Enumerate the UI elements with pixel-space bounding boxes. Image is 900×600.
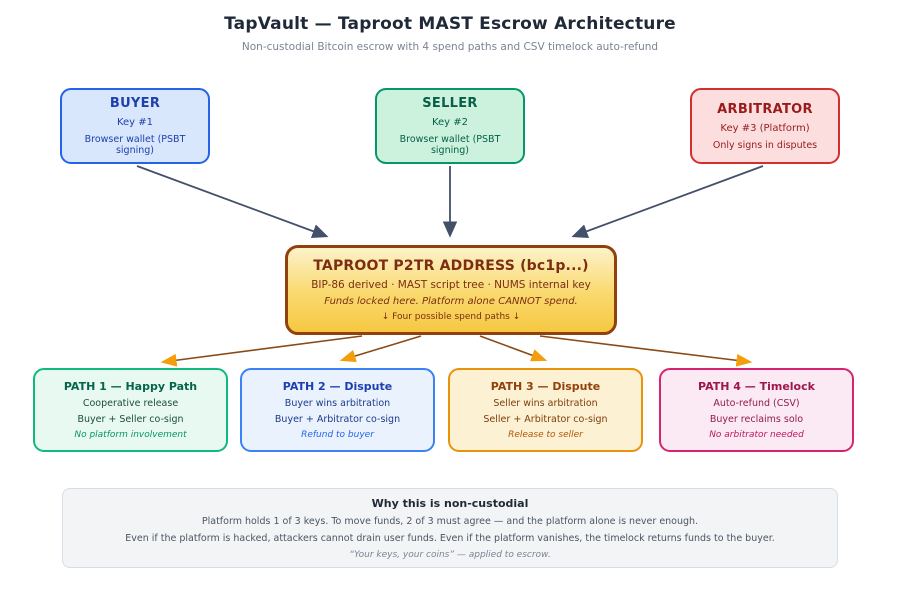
- buyer-key-label: Key #1: [116, 117, 154, 128]
- seller-wallet-label: Browser wallet (PSBT signing): [399, 134, 501, 156]
- page-subtitle: Non-custodial Bitcoin escrow with 4 spen…: [241, 41, 659, 53]
- vault-derivation-label: BIP-86 derived · MAST script tree · NUMS…: [311, 279, 591, 291]
- arbitrator-key-label: Key #3 (Platform): [720, 122, 810, 134]
- non-custodial-explainer: Why this is non-custodial Platform holds…: [62, 488, 838, 568]
- arbitrator-role-label: Only signs in disputes: [712, 139, 818, 151]
- path2-line2: Buyer + Arbitrator co-sign: [274, 414, 401, 425]
- path1-line1: Cooperative release: [82, 398, 179, 409]
- path1-note: No platform involvement: [74, 430, 187, 440]
- path-box-seller-dispute: PATH 3 — Dispute Seller wins arbitration…: [448, 368, 643, 452]
- path1-line2: Buyer + Seller co-sign: [77, 414, 184, 425]
- path4-note: No arbitrator needed: [709, 430, 804, 440]
- path-box-timelock: PATH 4 — Timelock Auto-refund (CSV) Buye…: [659, 368, 854, 452]
- path4-title: PATH 4 — Timelock: [698, 380, 815, 393]
- vault-spend-paths-hint: ↓ Four possible spend paths ↓: [381, 312, 521, 322]
- diagram-header: TapVault — Taproot MAST Escrow Architect…: [0, 14, 900, 53]
- buyer-title: BUYER: [109, 96, 161, 111]
- seller-key-label: Key #2: [431, 117, 469, 128]
- arrow-buyer-to-vault: [136, 165, 329, 239]
- vault-lock-note: Funds locked here. Platform alone CANNOT…: [324, 296, 578, 307]
- arbitrator-title: ARBITRATOR: [717, 101, 813, 117]
- arrow-vault-to-path4: [539, 335, 753, 367]
- path3-line1: Seller wins arbitration: [493, 398, 598, 409]
- buyer-wallet-label: Browser wallet (PSBT signing): [84, 134, 186, 156]
- path3-line2: Seller + Arbitrator co-sign: [483, 414, 608, 425]
- path2-title: PATH 2 — Dispute: [282, 380, 393, 393]
- path2-line1: Buyer wins arbitration: [284, 398, 391, 409]
- path4-line2: Buyer reclaims solo: [709, 414, 804, 425]
- actor-box-buyer: BUYER Key #1 Browser wallet (PSBT signin…: [60, 88, 210, 164]
- path2-note: Refund to buyer: [301, 430, 374, 440]
- explainer-quote: “Your keys, your coins” — applied to esc…: [349, 549, 551, 560]
- arrow-arbitrator-to-vault: [571, 165, 764, 239]
- path3-note: Release to seller: [508, 430, 583, 440]
- actor-box-arbitrator: ARBITRATOR Key #3 (Platform) Only signs …: [690, 88, 840, 164]
- explainer-line1: Platform holds 1 of 3 keys. To move fund…: [201, 515, 699, 527]
- path-box-happy-path: PATH 1 — Happy Path Cooperative release …: [33, 368, 228, 452]
- arrow-vault-to-path2: [339, 335, 422, 363]
- arrow-vault-to-path3: [479, 335, 548, 362]
- page-title: TapVault — Taproot MAST Escrow Architect…: [224, 14, 676, 34]
- arrow-vault-to-path1: [160, 335, 363, 367]
- explainer-title: Why this is non-custodial: [371, 496, 529, 510]
- explainer-line2: Even if the platform is hacked, attacker…: [125, 532, 775, 544]
- vault-title: TAPROOT P2TR ADDRESS (bc1p...): [313, 258, 589, 274]
- actor-box-seller: SELLER Key #2 Browser wallet (PSBT signi…: [375, 88, 525, 164]
- seller-title: SELLER: [422, 96, 478, 111]
- path1-title: PATH 1 — Happy Path: [63, 380, 198, 393]
- path-box-buyer-dispute: PATH 2 — Dispute Buyer wins arbitration …: [240, 368, 435, 452]
- path4-line1: Auto-refund (CSV): [713, 398, 800, 409]
- taproot-address-box: TAPROOT P2TR ADDRESS (bc1p...) BIP-86 de…: [285, 245, 617, 335]
- path3-title: PATH 3 — Dispute: [490, 380, 601, 393]
